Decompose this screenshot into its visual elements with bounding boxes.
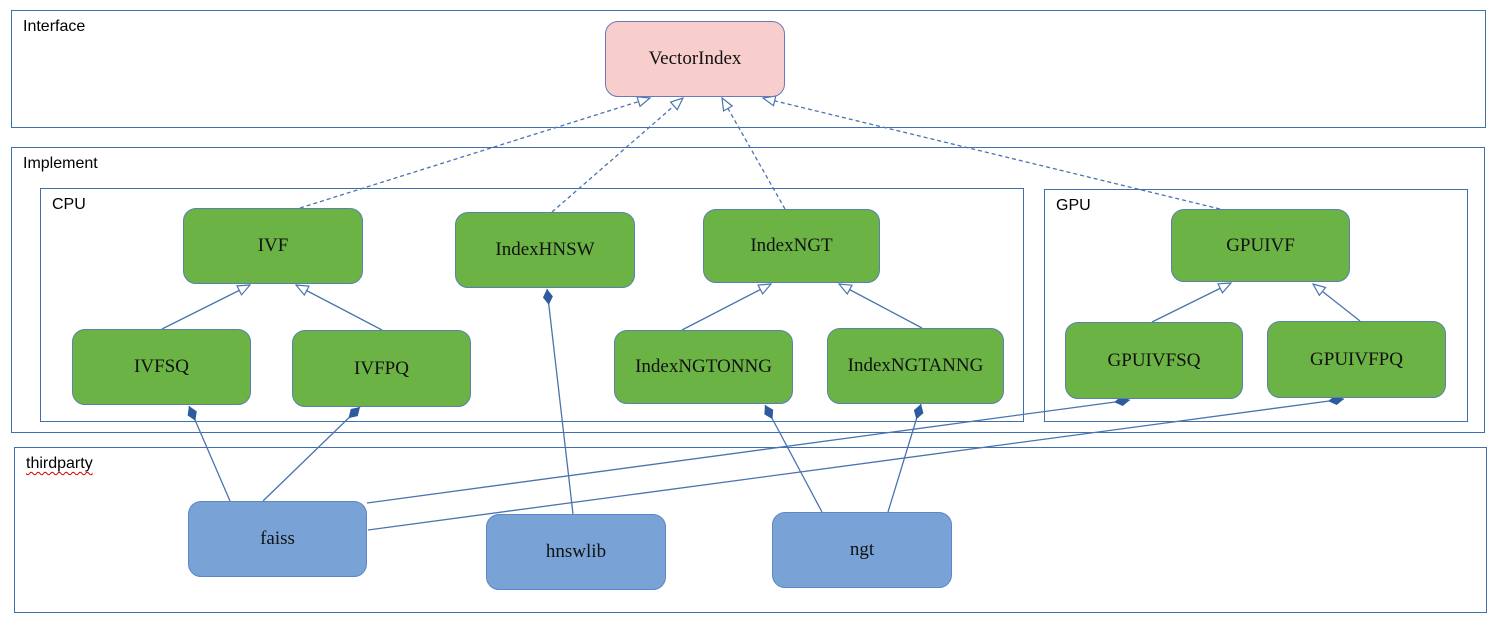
cpu-label: CPU: [52, 196, 86, 213]
gpu-container[interactable]: GPU: [1044, 189, 1468, 422]
node-indexngtonng[interactable]: IndexNGTONNG: [614, 330, 793, 404]
edge-indexngtonng-indexngt: [681, 284, 771, 331]
edge-gpuivfsq-gpuivf: [1151, 283, 1231, 323]
node-hnswlib[interactable]: hnswlib: [486, 514, 666, 590]
node-gpuivfsq[interactable]: GPUIVFSQ: [1065, 322, 1243, 399]
node-indexngt[interactable]: IndexNGT: [703, 209, 880, 283]
thirdparty-container[interactable]: thirdparty: [14, 447, 1487, 613]
node-ngt[interactable]: ngt: [772, 512, 952, 588]
node-indexhnsw[interactable]: IndexHNSW: [455, 212, 635, 288]
edge-indexngtanng-indexngt: [839, 284, 923, 329]
edge-ivfsq-faiss: [187, 405, 231, 502]
edge-ivfsq-ivf: [161, 285, 250, 330]
node-vectorindex[interactable]: VectorIndex: [605, 21, 785, 97]
implement-label: Implement: [23, 155, 98, 172]
node-label: IndexNGTANNG: [847, 355, 984, 376]
interface-label: Interface: [23, 18, 86, 35]
node-label: IndexNGTONNG: [635, 356, 772, 377]
edge-gpuivf-vectorindex: [763, 98, 1221, 210]
edge-gpuivfsq-faiss: [366, 396, 1131, 504]
node-label: faiss: [260, 528, 295, 549]
node-label: IVFPQ: [354, 357, 409, 379]
node-faiss[interactable]: faiss: [188, 501, 367, 577]
node-label: GPUIVFSQ: [1107, 349, 1201, 371]
node-ivfsq[interactable]: IVFSQ: [72, 329, 251, 405]
gpu-label: GPU: [1056, 197, 1091, 214]
interface-container[interactable]: Interface: [11, 10, 1486, 128]
edge-ivf-vectorindex: [299, 98, 650, 209]
thirdparty-label: thirdparty: [26, 455, 93, 472]
edge-gpuivfpq-faiss: [367, 395, 1345, 531]
node-label: IVFSQ: [134, 356, 189, 377]
edge-gpuivfpq-gpuivf: [1313, 284, 1361, 322]
edge-indexngt-vectorindex: [722, 98, 786, 210]
node-label: hnswlib: [545, 541, 607, 562]
node-indexngtanng[interactable]: IndexNGTANNG: [827, 328, 1004, 404]
node-label: IndexNGT: [750, 235, 833, 256]
node-label: GPUIVF: [1226, 234, 1295, 256]
node-label: IndexHNSW: [495, 239, 595, 260]
node-label: VectorIndex: [648, 48, 742, 69]
node-label: GPUIVFPQ: [1310, 348, 1403, 370]
edge-indexngtonng-ngt: [764, 404, 823, 513]
node-ivf[interactable]: IVF: [183, 208, 363, 284]
node-ivfpq[interactable]: IVFPQ: [292, 330, 471, 407]
edge-ivfpq-faiss: [262, 406, 361, 502]
node-label: ngt: [849, 539, 875, 560]
node-gpuivf[interactable]: GPUIVF: [1171, 209, 1350, 282]
node-gpuivfpq[interactable]: GPUIVFPQ: [1267, 321, 1446, 398]
node-label: IVF: [257, 235, 289, 256]
edge-indexhnsw-hnswlib: [542, 288, 574, 515]
cpu-container[interactable]: CPU: [40, 188, 1024, 422]
implement-container[interactable]: Implement: [11, 147, 1485, 433]
edge-indexhnsw-vectorindex: [551, 98, 683, 213]
edge-ivfpq-ivf: [296, 285, 383, 331]
